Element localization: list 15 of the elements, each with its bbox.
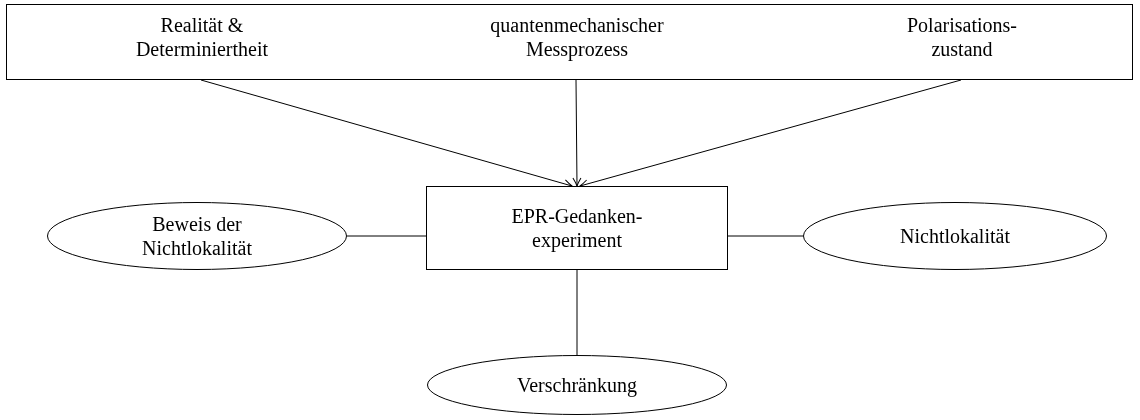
connector-line bbox=[727, 235, 804, 237]
node-label: EPR-Gedanken- experiment bbox=[510, 204, 644, 252]
concept-label: quantenmechanischer Messprozess bbox=[427, 5, 727, 81]
node-label: Verschränkung bbox=[517, 373, 637, 397]
node-label: Nichtlokalität bbox=[900, 224, 1010, 248]
ellipse-node bbox=[803, 202, 1107, 270]
process-box bbox=[426, 186, 728, 270]
concept-label: Realität & Determiniertheit bbox=[57, 5, 347, 81]
ellipse-node bbox=[427, 355, 727, 415]
connector-line bbox=[576, 269, 578, 356]
container-box bbox=[6, 4, 1133, 80]
ellipse-node bbox=[47, 202, 347, 270]
connector-line bbox=[346, 235, 427, 237]
node-label: Beweis der Nichtlokalität bbox=[141, 212, 253, 260]
concept-label: Polarisations- zustand bbox=[817, 5, 1107, 81]
